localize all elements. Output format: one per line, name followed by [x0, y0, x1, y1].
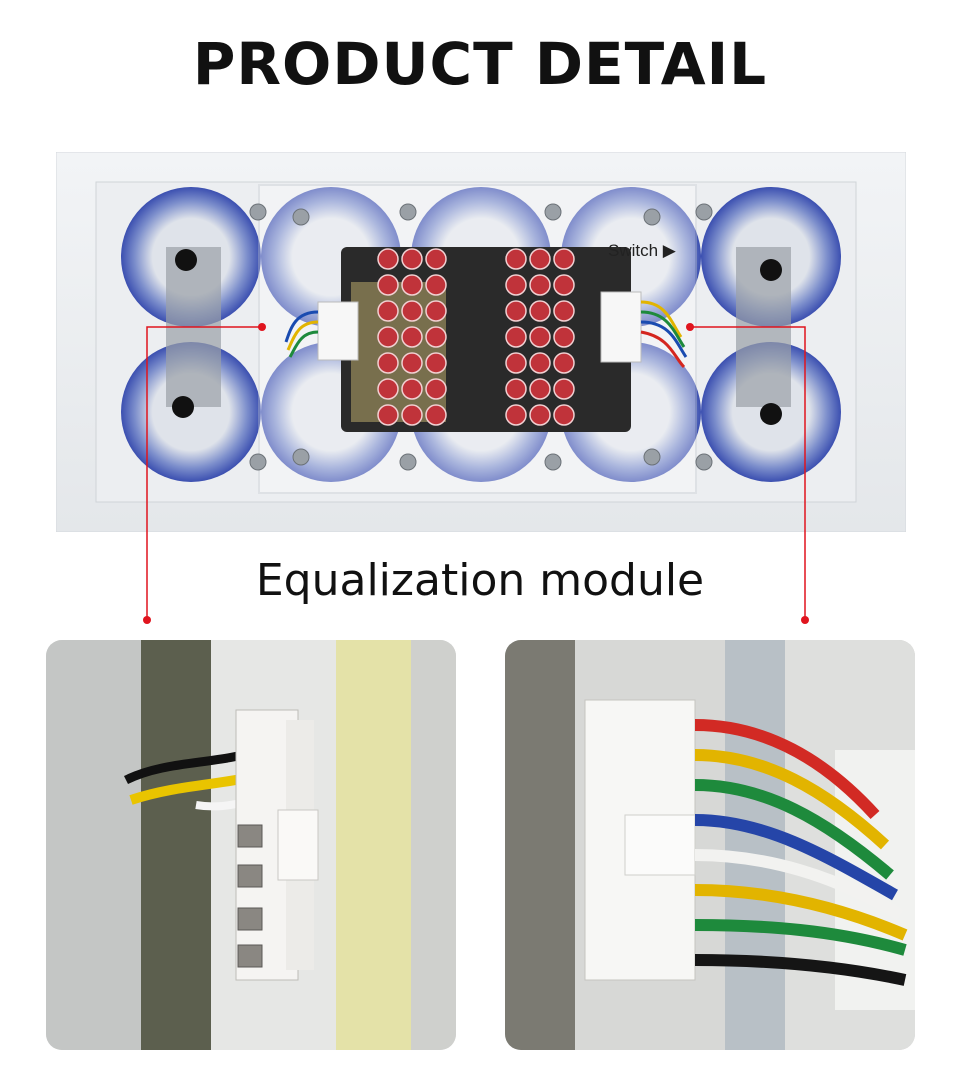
caption-equalization-module: Equalization module: [255, 555, 705, 606]
detail-photo-right: [505, 640, 915, 1050]
pcb-capacitors: [377, 248, 575, 426]
switch-label: Switch ▶: [608, 241, 677, 260]
page-title: PRODUCT DETAIL: [192, 30, 768, 98]
detail-photo-left: [46, 640, 456, 1050]
product-photo: Switch ▶: [56, 152, 906, 532]
